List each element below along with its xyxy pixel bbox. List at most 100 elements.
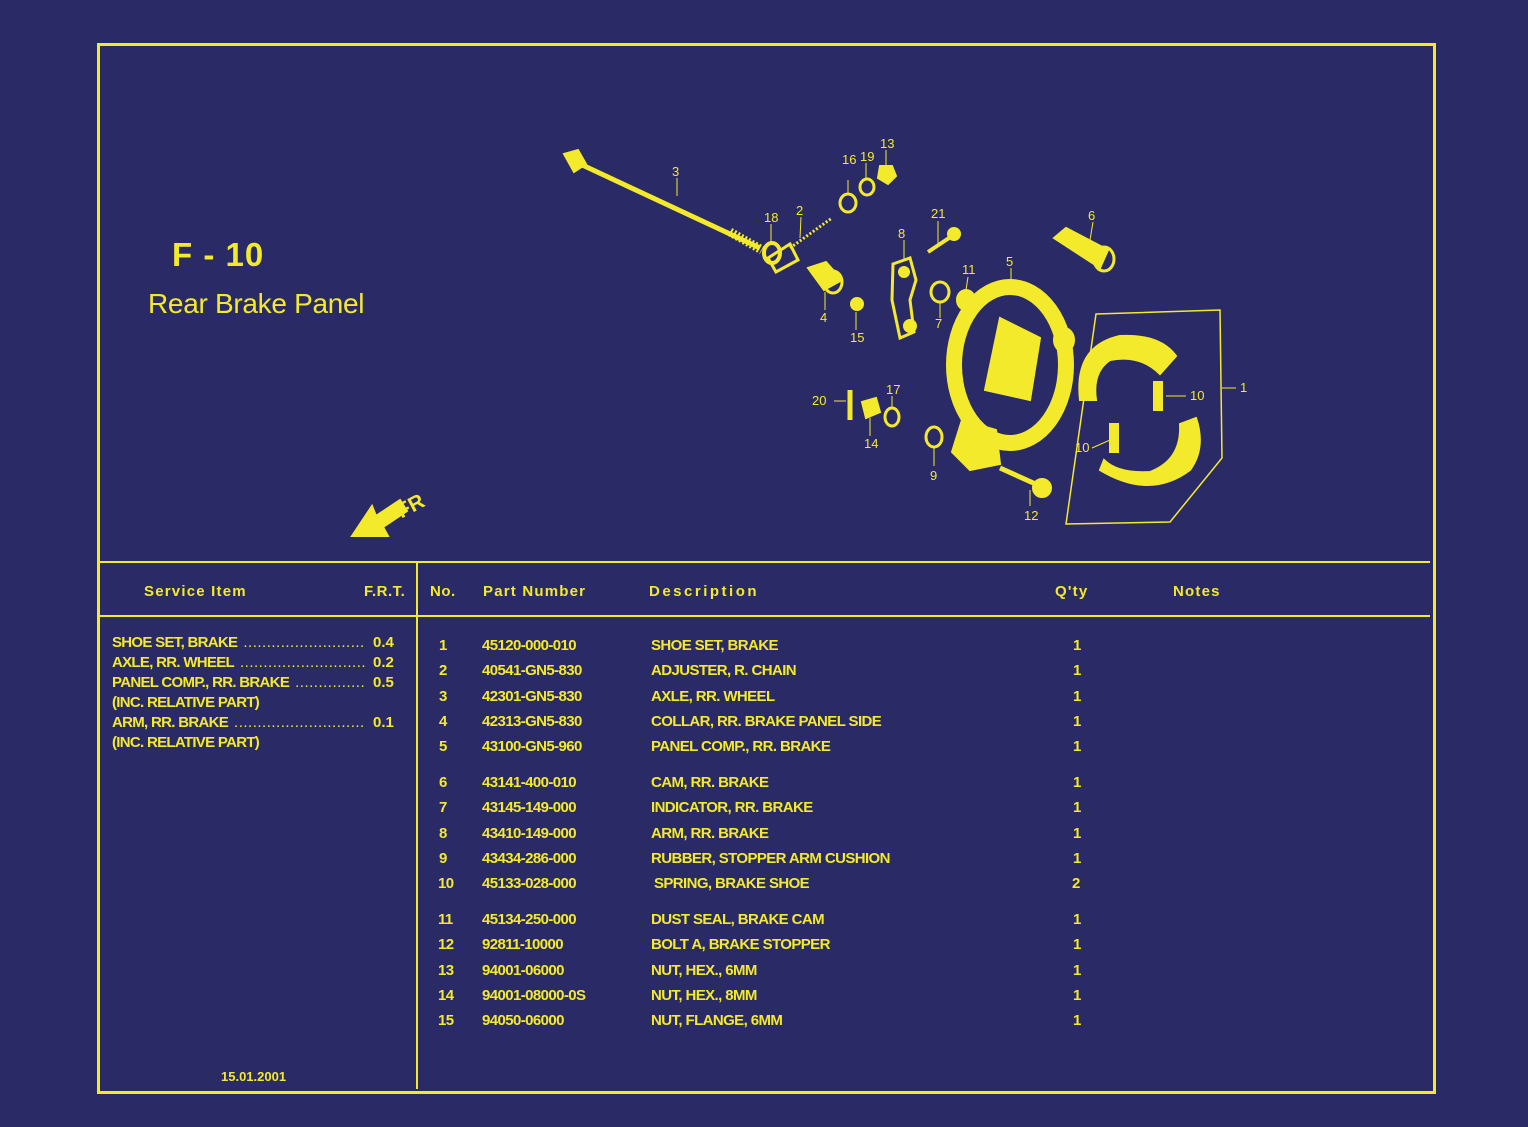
adjuster-bolt-shape — [789, 216, 833, 250]
diagram-frame — [97, 43, 1436, 1094]
part-row-part-number: 43410-149-000 — [482, 825, 577, 842]
service-item-name: ARM, RR. BRAKE — [112, 714, 229, 731]
service-item-name: PANEL COMP., RR. BRAKE — [112, 674, 290, 691]
dot-leader: ........................................… — [234, 714, 366, 731]
part-row-description: COLLAR, RR. BRAKE PANEL SIDE — [651, 713, 882, 730]
part-row-number: 11 — [438, 911, 453, 928]
part-row-number: 9 — [439, 850, 447, 867]
callout-label: 20 — [812, 393, 826, 408]
callout-label: 4 — [820, 310, 827, 325]
callout-label: 8 — [898, 226, 905, 241]
callout-label: 19 — [860, 149, 874, 164]
brake-arm-shape — [890, 256, 918, 341]
axle-head-shape — [562, 148, 588, 174]
shoe-spring-lower-shape — [1109, 423, 1119, 453]
front-direction-label: FR — [393, 490, 429, 523]
nut-13-shape — [876, 165, 898, 186]
brake-arm-pivot-shape — [898, 266, 910, 278]
part-row-part-number: 45120-000-010 — [482, 637, 577, 654]
issue-date: 15.01.2001 — [221, 1069, 287, 1084]
brake-panel-hub-shape — [983, 316, 1042, 402]
callout-label: 6 — [1088, 208, 1095, 223]
callout-label: 13 — [880, 136, 894, 151]
part-row-quantity: 1 — [1073, 738, 1081, 755]
bolt-12-shaft-shape — [998, 465, 1042, 489]
part-row-description: ARM, RR. BRAKE — [651, 825, 769, 842]
service-item-row: (INC. RELATIVE PART) — [112, 694, 260, 711]
part-row-description: INDICATOR, RR. BRAKE — [651, 799, 813, 816]
header-frt: F.R.T. — [364, 583, 406, 600]
service-item-row: PANEL COMP., RR. BRAKE..................… — [112, 674, 366, 691]
section-code: F - 10 — [172, 236, 265, 273]
part-row-quantity: 1 — [1073, 774, 1081, 791]
divider-service-column — [416, 562, 418, 1089]
callout-label: 10 — [1075, 440, 1089, 455]
part-row-number: 13 — [438, 962, 454, 979]
part-row-description: RUBBER, STOPPER ARM CUSHION — [651, 850, 890, 867]
part-row-description: SPRING, BRAKE SHOE — [654, 875, 810, 892]
part-row-quantity: 1 — [1073, 688, 1081, 705]
part-row-description: NUT, HEX., 6MM — [651, 962, 757, 979]
collar-end-shape — [822, 269, 844, 295]
callout-label: 1 — [1240, 380, 1247, 395]
dot-leader: ........................................… — [243, 634, 366, 651]
part-row-part-number: 42313-GN5-830 — [482, 713, 582, 730]
part-row-number: 8 — [439, 825, 447, 842]
part-row-part-number: 40541-GN5-830 — [482, 662, 582, 679]
front-arrow-icon — [350, 498, 409, 537]
callout-label: 9 — [930, 468, 937, 483]
part-row-description: CAM, RR. BRAKE — [651, 774, 769, 791]
service-item-frt: 0.2 — [373, 654, 394, 671]
part-row-quantity: 1 — [1073, 936, 1081, 953]
washer-17-shape — [883, 406, 901, 428]
part-row-part-number: 43145-149-000 — [482, 799, 577, 816]
callout-label: 15 — [850, 330, 864, 345]
callout-label: 5 — [1006, 254, 1013, 269]
dot-leader: ........................................… — [295, 674, 366, 691]
service-item-row: ARM, RR. BRAKE..........................… — [112, 714, 366, 731]
part-row-quantity: 1 — [1073, 637, 1081, 654]
part-row-quantity: 1 — [1073, 987, 1081, 1004]
part-row-part-number: 94001-06000 — [482, 962, 564, 979]
part-row-description: NUT, HEX., 8MM — [651, 987, 757, 1004]
part-row-quantity: 1 — [1073, 1012, 1081, 1029]
part-row-description: DUST SEAL, BRAKE CAM — [651, 911, 825, 928]
page-title: Rear Brake Panel — [148, 288, 365, 319]
part-row-description: AXLE, RR. WHEEL — [651, 688, 775, 705]
brake-panel-arm-shape — [950, 418, 1002, 472]
brake-shoe-upper-shape — [1078, 334, 1178, 401]
part-row-number: 1 — [439, 637, 447, 654]
dot-leader: ........................................… — [240, 654, 366, 671]
brake-panel-ring-shape — [946, 279, 1074, 451]
service-item-row: AXLE, RR. WHEEL.........................… — [112, 654, 366, 671]
callout-label: 16 — [842, 152, 856, 167]
header-description: Description — [649, 583, 760, 600]
brake-shoe-lower-shape — [1098, 416, 1201, 486]
part-row-part-number: 43434-286-000 — [482, 850, 577, 867]
shoe-set-outline-shape — [1065, 309, 1223, 525]
service-item-row: (INC. RELATIVE PART) — [112, 734, 260, 751]
service-item-name: (INC. RELATIVE PART) — [112, 734, 260, 751]
part-row-number: 7 — [439, 799, 447, 816]
part-row-number: 6 — [439, 774, 447, 791]
washer-16-shape — [838, 192, 858, 214]
part-row-quantity: 1 — [1073, 799, 1081, 816]
bolt-21-head-shape — [947, 227, 961, 241]
shoe-spring-upper-shape — [1153, 381, 1163, 411]
header-part-number: Part Number — [483, 583, 587, 600]
header-service-item: Service Item — [144, 583, 247, 600]
brake-cam-end-shape — [1092, 245, 1116, 273]
callout-label: 17 — [886, 382, 900, 397]
part-row-number: 15 — [438, 1012, 454, 1029]
service-item-frt: 0.1 — [373, 714, 394, 731]
part-row-part-number: 43141-400-010 — [482, 774, 577, 791]
divider-header-row — [99, 615, 1430, 617]
service-item-name: (INC. RELATIVE PART) — [112, 694, 260, 711]
part-row-quantity: 1 — [1073, 850, 1081, 867]
cushion-rubber-9-shape — [924, 425, 944, 449]
part-row-part-number: 45134-250-000 — [482, 911, 577, 928]
header-qty: Q'ty — [1055, 583, 1089, 600]
part-row-quantity: 1 — [1073, 911, 1081, 928]
part-row-part-number: 45133-028-000 — [482, 875, 577, 892]
